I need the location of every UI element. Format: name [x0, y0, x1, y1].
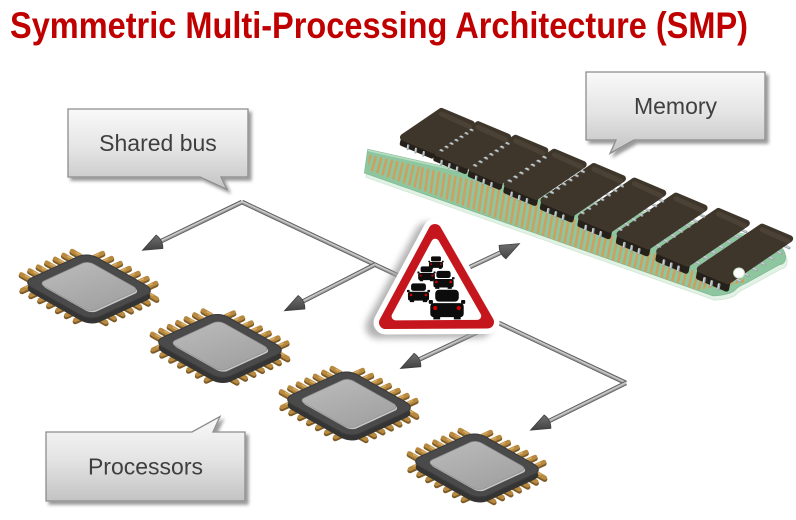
- svg-text:Symmetric Multi-Processing Arc: Symmetric Multi-Processing Architecture …: [10, 5, 748, 46]
- svg-text:Memory: Memory: [634, 93, 718, 119]
- svg-text:Shared bus: Shared bus: [99, 130, 217, 156]
- svg-text:Processors: Processors: [88, 454, 203, 480]
